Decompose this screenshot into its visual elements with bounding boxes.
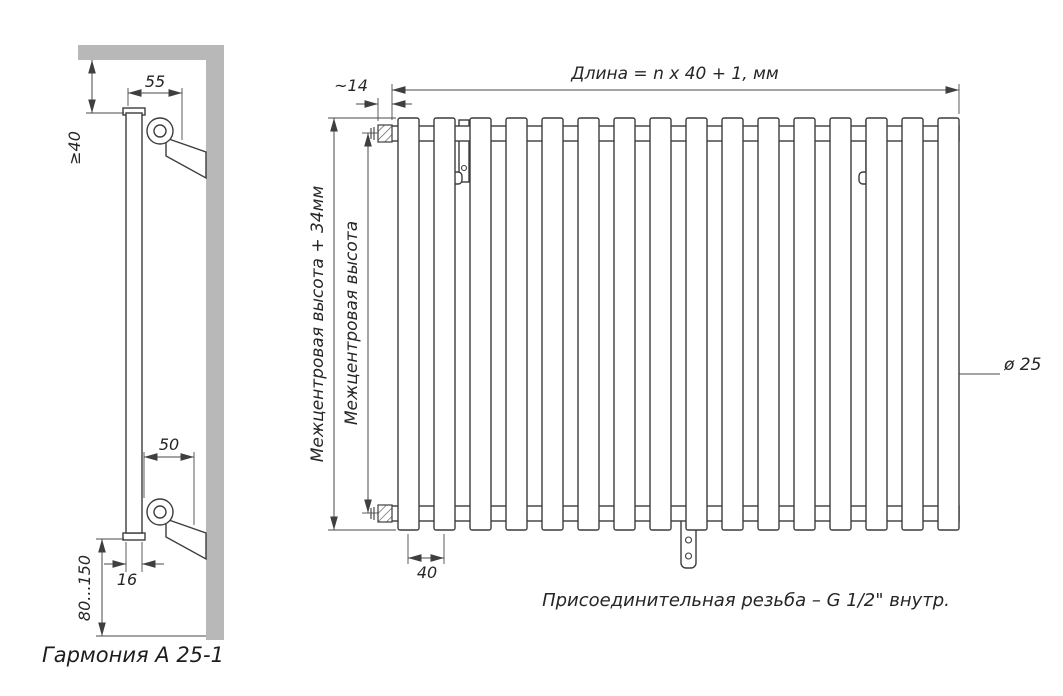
dim-overall-height-label: Межцентровая высота + 34мм — [308, 186, 328, 463]
dim-55-label: 55 — [145, 72, 165, 91]
radiator-tube — [865, 117, 888, 531]
model-title: Гармония А 25-1 — [42, 643, 224, 667]
dim-80-150-label: 80...150 — [75, 555, 94, 621]
tube-bottom-cap — [122, 532, 146, 541]
dim-length-label: Длина = n x 40 + 1, мм — [570, 64, 779, 84]
radiator-tube — [829, 117, 852, 531]
front-view: Длина = n x 40 + 1, мм ~14 Межцентровая … — [308, 64, 1041, 611]
dim-center-height: Межцентровая высота — [342, 132, 378, 514]
radiator-tube — [901, 117, 924, 531]
dim-diameter-label: ø 25 — [1003, 355, 1041, 375]
radiator-tube — [433, 117, 456, 531]
thread-note: Присоединительная резьба – G 1/2" внутр. — [542, 590, 950, 611]
shelf-top — [78, 45, 224, 60]
tube-grid — [397, 117, 960, 531]
top-pipe-inner — [153, 124, 167, 138]
radiator-tube — [793, 117, 816, 531]
side-radiator-profile — [122, 107, 207, 561]
dim-pitch-label: 40 — [417, 563, 437, 582]
dim-length: Длина = n x 40 + 1, мм — [391, 64, 960, 120]
bottom-connection-stub — [377, 504, 393, 523]
dim-stub-label: ~14 — [334, 76, 368, 95]
dim-50-label: 50 — [159, 435, 179, 454]
radiator-tube — [613, 117, 636, 531]
radiator-tube — [469, 117, 492, 531]
dim-stub: ~14 — [334, 76, 412, 121]
side-tube — [125, 112, 143, 534]
radiator-tube — [757, 117, 780, 531]
dim-80-150: 80...150 — [75, 538, 124, 636]
connection-stubs — [370, 124, 393, 523]
radiator-tube — [937, 117, 960, 531]
radiator-tube — [685, 117, 708, 531]
bottom-bracket-side — [165, 518, 207, 561]
bracket-hole-icon — [684, 552, 693, 560]
side-view: 55 ≥40 50 16 80...150 — [42, 45, 224, 667]
dim-overall-height: Межцентровая высота + 34мм — [308, 117, 396, 531]
radiator-tube — [397, 117, 420, 531]
dim-50: 50 — [143, 435, 195, 525]
wall-vertical — [206, 45, 224, 640]
dim-diameter: ø 25 — [959, 355, 1041, 375]
radiator-tube — [541, 117, 564, 531]
top-connection-stub — [377, 124, 393, 143]
bottom-pipe-inner — [153, 505, 167, 519]
radiator-tube — [649, 117, 672, 531]
radiator-tube — [505, 117, 528, 531]
radiator-tube — [577, 117, 600, 531]
radiator-tube — [721, 117, 744, 531]
dim-55: 55 — [127, 72, 183, 140]
top-bracket-side — [165, 137, 207, 180]
dim-16: 16 — [104, 542, 164, 589]
bracket-hole-icon — [684, 536, 693, 544]
dim-ge40-label: ≥40 — [65, 131, 84, 165]
dim-pitch: 40 — [407, 534, 445, 582]
dim-ge40: ≥40 — [65, 60, 124, 165]
dim-center-height-label: Межцентровая высота — [342, 221, 362, 425]
dim-16-label: 16 — [117, 570, 137, 589]
wall-section — [78, 45, 224, 640]
bracket-hole-icon — [460, 164, 468, 172]
